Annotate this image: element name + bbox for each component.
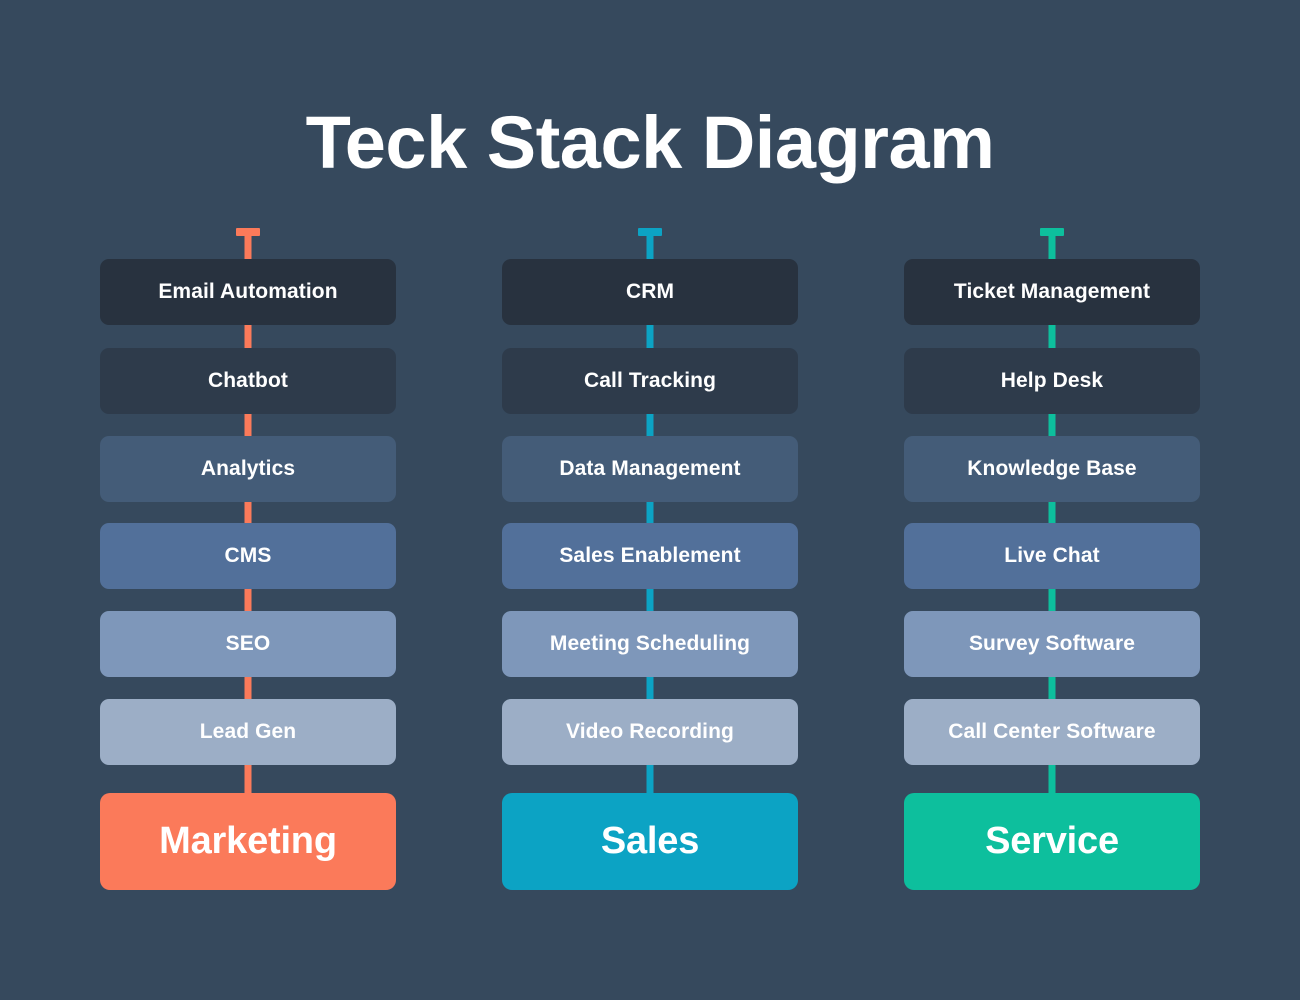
- layer-label: Video Recording: [566, 720, 734, 743]
- layer-label: Email Automation: [158, 280, 338, 303]
- layer-label: SEO: [225, 632, 271, 655]
- layer-label: Sales Enablement: [559, 544, 741, 567]
- layer-box[interactable]: CRM: [502, 259, 798, 325]
- layer-label: Analytics: [200, 457, 296, 480]
- stack-column-sales: CRM Call Tracking Data Management Sales …: [502, 228, 798, 890]
- layer-box[interactable]: Meeting Scheduling: [502, 611, 798, 677]
- category-footer-marketing[interactable]: Marketing: [100, 793, 396, 890]
- layer-box[interactable]: Chatbot: [100, 348, 396, 414]
- category-footer-sales[interactable]: Sales: [502, 793, 798, 890]
- category-label: Marketing: [159, 820, 337, 862]
- layer-label: Ticket Management: [953, 280, 1151, 303]
- category-label: Service: [985, 820, 1119, 862]
- layer-box[interactable]: CMS: [100, 523, 396, 589]
- layer-label: Lead Gen: [199, 720, 297, 743]
- layer-label: Survey Software: [968, 632, 1136, 655]
- layer-box[interactable]: Sales Enablement: [502, 523, 798, 589]
- layer-box[interactable]: SEO: [100, 611, 396, 677]
- layer-label: CMS: [224, 544, 272, 567]
- layer-label: Data Management: [559, 457, 741, 480]
- layer-box[interactable]: Knowledge Base: [904, 436, 1200, 502]
- layer-label: Knowledge Base: [967, 457, 1137, 480]
- layer-box[interactable]: Lead Gen: [100, 699, 396, 765]
- layer-box[interactable]: Analytics: [100, 436, 396, 502]
- layer-label: Live Chat: [1004, 544, 1100, 567]
- layer-box[interactable]: Live Chat: [904, 523, 1200, 589]
- layer-box[interactable]: Call Center Software: [904, 699, 1200, 765]
- layer-box[interactable]: Email Automation: [100, 259, 396, 325]
- layer-box[interactable]: Ticket Management: [904, 259, 1200, 325]
- layer-label: Call Center Software: [948, 720, 1156, 743]
- layer-box[interactable]: Survey Software: [904, 611, 1200, 677]
- layer-label: Chatbot: [207, 369, 288, 392]
- stack-columns: Email Automation Chatbot Analytics CMS S…: [100, 228, 1200, 890]
- layer-box[interactable]: Video Recording: [502, 699, 798, 765]
- connector-cap: [638, 228, 662, 236]
- connector-cap: [236, 228, 260, 236]
- page-title: Teck Stack Diagram: [305, 101, 995, 184]
- layer-label: Meeting Scheduling: [549, 632, 751, 655]
- category-footer-service[interactable]: Service: [904, 793, 1200, 890]
- layer-label: Call Tracking: [583, 369, 717, 392]
- layer-box[interactable]: Data Management: [502, 436, 798, 502]
- layer-box[interactable]: Help Desk: [904, 348, 1200, 414]
- layer-box[interactable]: Call Tracking: [502, 348, 798, 414]
- category-label: Sales: [600, 820, 700, 862]
- connector-cap: [1040, 228, 1064, 236]
- layer-label: CRM: [625, 280, 675, 303]
- stack-column-marketing: Email Automation Chatbot Analytics CMS S…: [100, 228, 396, 890]
- layer-label: Help Desk: [1000, 369, 1104, 392]
- stack-column-service: Ticket Management Help Desk Knowledge Ba…: [904, 228, 1200, 890]
